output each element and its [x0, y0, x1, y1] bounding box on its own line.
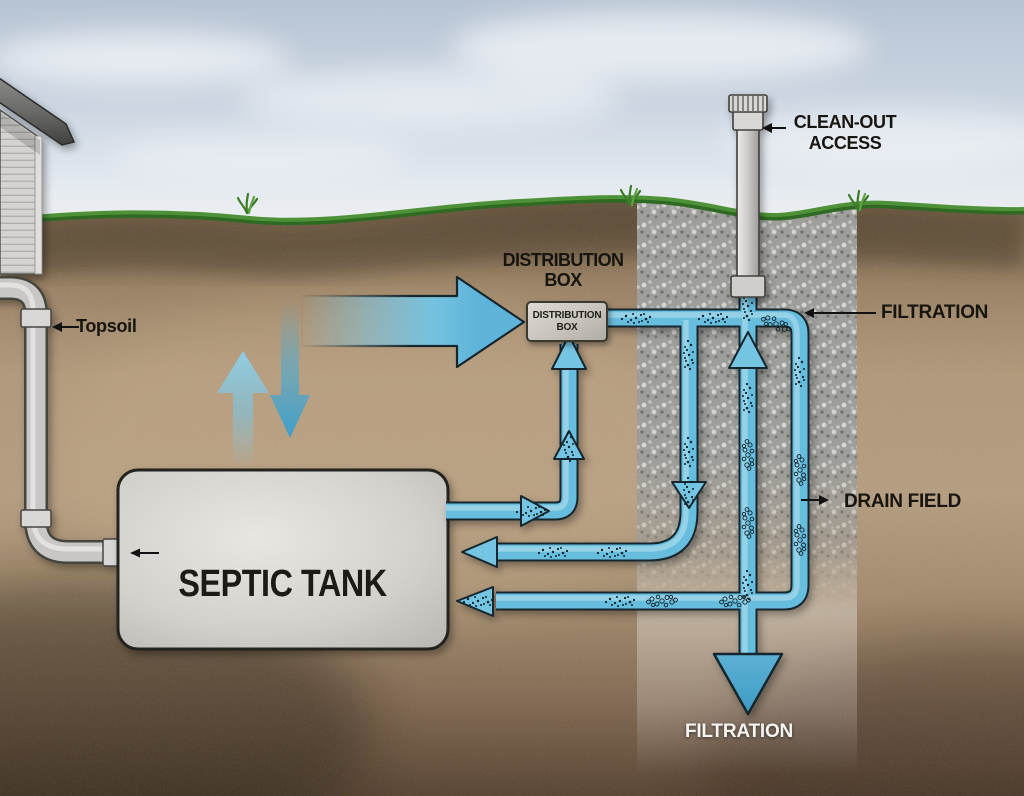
- flow-arrow-up-into-box: [551, 334, 587, 370]
- drainfield-arrow-head: [819, 495, 829, 505]
- clean-out-access-label: CLEAN-OUT ACCESS: [793, 112, 897, 153]
- flow-arrow-right: [520, 495, 550, 527]
- clean-out-pipe: [728, 94, 768, 298]
- label-arrows: [52, 123, 876, 558]
- septic-tank-label: SEPTIC TANK: [118, 520, 448, 606]
- topsoil-arrow-head: [52, 322, 62, 332]
- flow-arrow-left-into-tank-mid: [461, 536, 498, 568]
- distribution-box-caption: DISTRIBUTION BOX: [502, 250, 624, 291]
- cleanout-arrow-head: [762, 123, 772, 133]
- pipe-coupling: [20, 509, 52, 528]
- filtration-arrow-head: [804, 308, 814, 318]
- house-corner-board: [34, 135, 43, 275]
- filtration-down-arrow-head: [712, 652, 784, 716]
- filtration-right-label: FILTRATION: [881, 302, 989, 323]
- clouds: [0, 12, 1024, 177]
- flow-arrow-left-into-tank-bottom: [456, 586, 494, 617]
- grass-line: [0, 184, 1024, 226]
- septic-tank: [116, 468, 450, 651]
- percolation-down-arrow: [270, 302, 310, 438]
- flow-arrow-up-mid: [553, 430, 585, 460]
- effluent-pipes: [446, 290, 810, 716]
- flow-arrowheads: [456, 331, 768, 617]
- distribution-box-text: DISTRIBUTION BOX: [532, 309, 602, 333]
- sewer-pipe: [0, 276, 122, 567]
- house-roof: [0, 77, 76, 146]
- filtration-bottom-label: FILTRATION: [684, 721, 794, 742]
- drain-field-label: DRAIN FIELD: [844, 491, 962, 512]
- soil-process-arrows: [217, 275, 526, 464]
- flow-to-distribution-big-arrow: [300, 275, 526, 369]
- topsoil-label: Topsoil: [76, 316, 137, 336]
- septic-tank-label-text: SEPTIC TANK: [178, 563, 388, 605]
- clean-out-collar: [730, 275, 766, 298]
- tank-inlet-arrow-head: [130, 548, 140, 558]
- clean-out-coupling: [732, 110, 764, 131]
- flow-arrow-up-at-tee: [728, 331, 768, 369]
- clean-out-riser: [736, 127, 760, 283]
- clean-out-cap-ribs: [732, 96, 764, 111]
- house-eave-shadow: [0, 112, 40, 155]
- pipe-coupling: [20, 308, 52, 328]
- distribution-box: DISTRIBUTION BOX: [526, 301, 608, 342]
- evaporation-up-arrow: [217, 351, 269, 464]
- flow-arrow-down: [671, 481, 707, 509]
- house: [0, 77, 76, 275]
- pipe-coupling: [102, 538, 119, 567]
